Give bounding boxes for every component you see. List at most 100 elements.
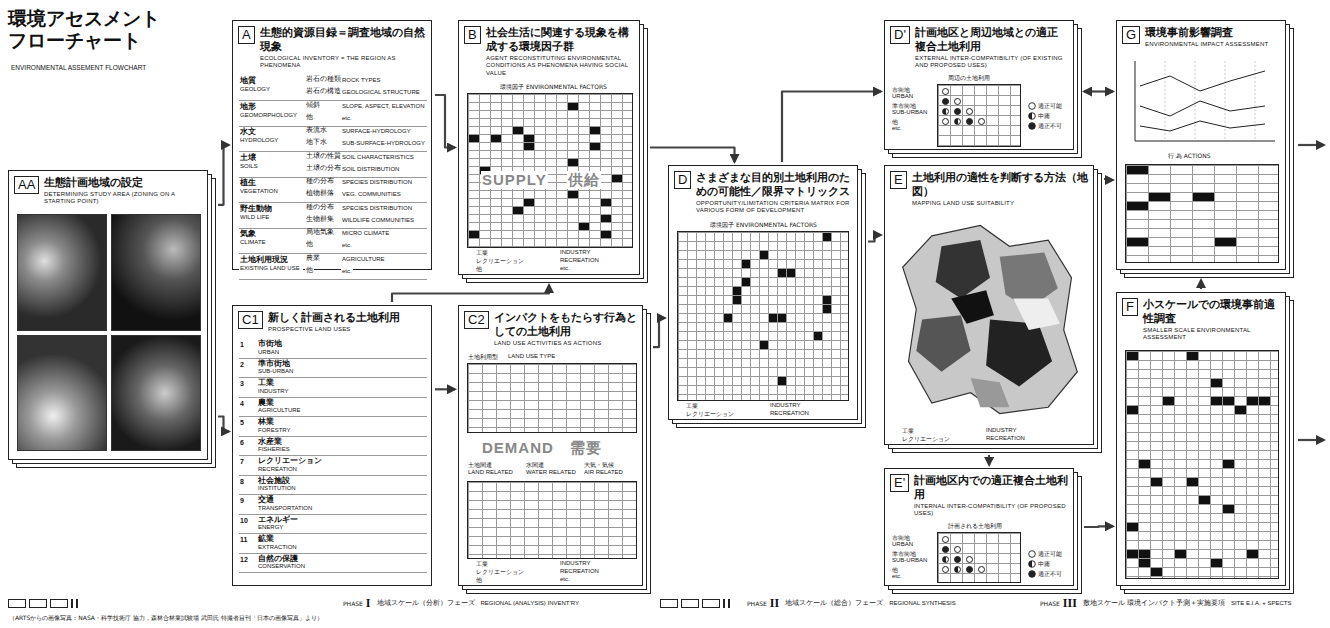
label-text: RECREATION — [559, 257, 600, 264]
panel-subtitle: LAND USE ACTIVITIES AS ACTIONS — [494, 340, 637, 348]
label-text: WATER RELATED — [525, 469, 577, 476]
label-text: エネルギー — [257, 515, 299, 524]
matrix-mark — [1127, 166, 1148, 174]
panel-subtitle: AGENT RECONSTITUTING ENVIRONMENTAL CONDI… — [486, 55, 634, 78]
chart-curve — [1140, 121, 1265, 131]
band-square — [702, 599, 720, 608]
legend-text: 適正不可 — [1038, 122, 1062, 129]
phase-title-en: REGIONAL (ANALYSIS) INVENT'RY — [481, 600, 579, 606]
label-text: 周辺の土地利用 — [947, 74, 991, 81]
compatibility-dot — [954, 98, 961, 105]
phase-band: PHASEI地域スケール（分析）フェーズREGIONAL (ANALYSIS) … — [8, 596, 650, 610]
label-text: SPECIES DISTRIBUTION — [341, 205, 413, 212]
phase-band: PHASEIII敷地スケール 環境インパクト予測＋実施要項SITE E.I.A.… — [1040, 596, 1326, 610]
matrix-mark — [742, 260, 750, 268]
band-square — [50, 599, 68, 608]
matrix-mark — [524, 135, 534, 142]
label-text: AGRICULTURE — [257, 407, 302, 414]
label-text: 農業 — [305, 255, 321, 263]
compatibility-dot — [978, 566, 985, 573]
panel-header: 小スケールでの環境事前適性調査SMALLER SCALE ENVIRONMENT… — [1143, 293, 1285, 342]
chart-axis — [1135, 141, 1275, 142]
label-text: INDUSTRY — [559, 560, 592, 567]
panel-title: 土地利用の適性を判断する方法（地図） — [912, 171, 1088, 199]
phase-title-en: SITE E.I.A. + SPECTS — [1231, 600, 1292, 606]
label-text: 土地関連 — [467, 461, 493, 468]
panel-letter: AA — [14, 176, 39, 194]
legend-item: 適正不可 — [1027, 570, 1063, 578]
label-text: 土壌の性質 — [305, 153, 342, 161]
label-text: 工業 — [901, 427, 915, 434]
label-text: CONSERVATION — [257, 563, 306, 570]
matrix-mark — [733, 287, 741, 295]
panel-title: 環境事前影響調査 — [1145, 26, 1280, 40]
legend-text: 中庸 — [1038, 112, 1050, 119]
matrix-mark — [590, 127, 600, 134]
label-text: VEGETATION — [239, 188, 303, 195]
label-text: レクリエーション — [475, 568, 525, 575]
matrix-mark — [579, 223, 589, 230]
matrix-mark — [823, 296, 831, 304]
matrix-mark — [1215, 238, 1236, 246]
map-zone — [986, 320, 1052, 387]
matrix-mark — [524, 199, 534, 206]
compatibility-dot — [966, 118, 973, 125]
legend-text: 適正可能 — [1038, 102, 1062, 109]
matrix-mark — [590, 143, 600, 150]
label-text: SUB-URBAN — [257, 368, 294, 375]
matrix-mark — [568, 159, 578, 166]
flow-arrow — [1084, 90, 1113, 92]
legend-item: 中庸 — [1027, 112, 1051, 120]
panel-letter: C2 — [464, 311, 489, 329]
matrix-mark — [823, 305, 831, 313]
label-text: 土地利用現況 — [239, 255, 289, 265]
legend-text: 適正可能 — [1038, 550, 1062, 557]
label-text: SPECIES DISTRIBUTION — [341, 179, 413, 186]
map-zone — [936, 240, 990, 299]
label-text: etc. — [341, 268, 353, 275]
legend-item: 適正不可 — [1027, 122, 1063, 130]
matrix-grid — [467, 481, 637, 559]
flow-panel: C1新しく計画される土地利用PROSPECTIVE LAND USES1市街地U… — [232, 305, 432, 586]
label-text: 自然の保護 — [257, 554, 299, 563]
panel-header: 生態計画地域の設定DETERMINING STUDY AREA (ZONING … — [44, 171, 207, 206]
label-text: 局地気象 — [305, 229, 335, 237]
watermark: 需要 — [569, 439, 603, 457]
flow-panel: D'計画地区と周辺地域との適正複合土地利用EXTERNAL INTER-COMP… — [884, 20, 1074, 150]
flow-panel: C2インパクトをもたらす行為としての土地利用LAND USE ACTIVITIE… — [458, 305, 643, 586]
phase-number: II — [770, 596, 779, 611]
phase-title-jp: 地域スケール（分析）フェーズ — [377, 599, 475, 608]
matrix-mark — [1127, 352, 1138, 360]
matrix-grid — [937, 84, 1021, 147]
panel-header: 生態的資源目録＝調査地域の自然現象ECOLOGICAL INVENTORY = … — [260, 21, 431, 70]
flow-arrow — [218, 145, 229, 205]
label-text: 他 — [305, 267, 314, 275]
panel-title: 生態的資源目録＝調査地域の自然現象 — [260, 26, 426, 54]
flow-panel: A生態的資源目録＝調査地域の自然現象ECOLOGICAL INVENTORY =… — [232, 20, 432, 270]
legend-symbol — [1028, 550, 1036, 558]
watermark: DEMAND — [481, 439, 555, 457]
label-text: 10 — [239, 517, 249, 525]
matrix-mark — [1151, 568, 1162, 576]
flow-panel: F小スケールでの環境事前適性調査SMALLER SCALE ENVIRONMEN… — [1116, 292, 1286, 586]
map-zone — [916, 315, 970, 371]
outgoing-arrow — [1298, 439, 1324, 441]
matrix-grid — [1125, 350, 1279, 579]
label-text: 林業 — [257, 417, 275, 426]
label-text: HYDROLOGY — [239, 137, 303, 144]
compatibility-dot — [942, 88, 949, 95]
phase-word: PHASE — [747, 600, 767, 607]
panel-title: 社会生活に関連する現象を構成する環境因子群 — [486, 26, 634, 54]
matrix-mark — [1127, 238, 1148, 246]
flow-arrow — [782, 92, 881, 163]
flow-panel: E'計画地区内での適正複合土地利用INTERNAL INTER-COMPATIB… — [884, 468, 1074, 586]
matrix-mark — [769, 314, 777, 322]
matrix-mark — [513, 207, 523, 214]
label-text: AIR RELATED — [583, 469, 624, 476]
label-text: 2 — [239, 361, 245, 369]
label-text: INDUSTRY — [985, 427, 1018, 434]
chart-drawing — [1125, 56, 1279, 146]
legend-circle — [1029, 561, 1036, 568]
phase-word: PHASE — [1040, 600, 1060, 607]
label-text: 傾斜 — [305, 102, 321, 110]
